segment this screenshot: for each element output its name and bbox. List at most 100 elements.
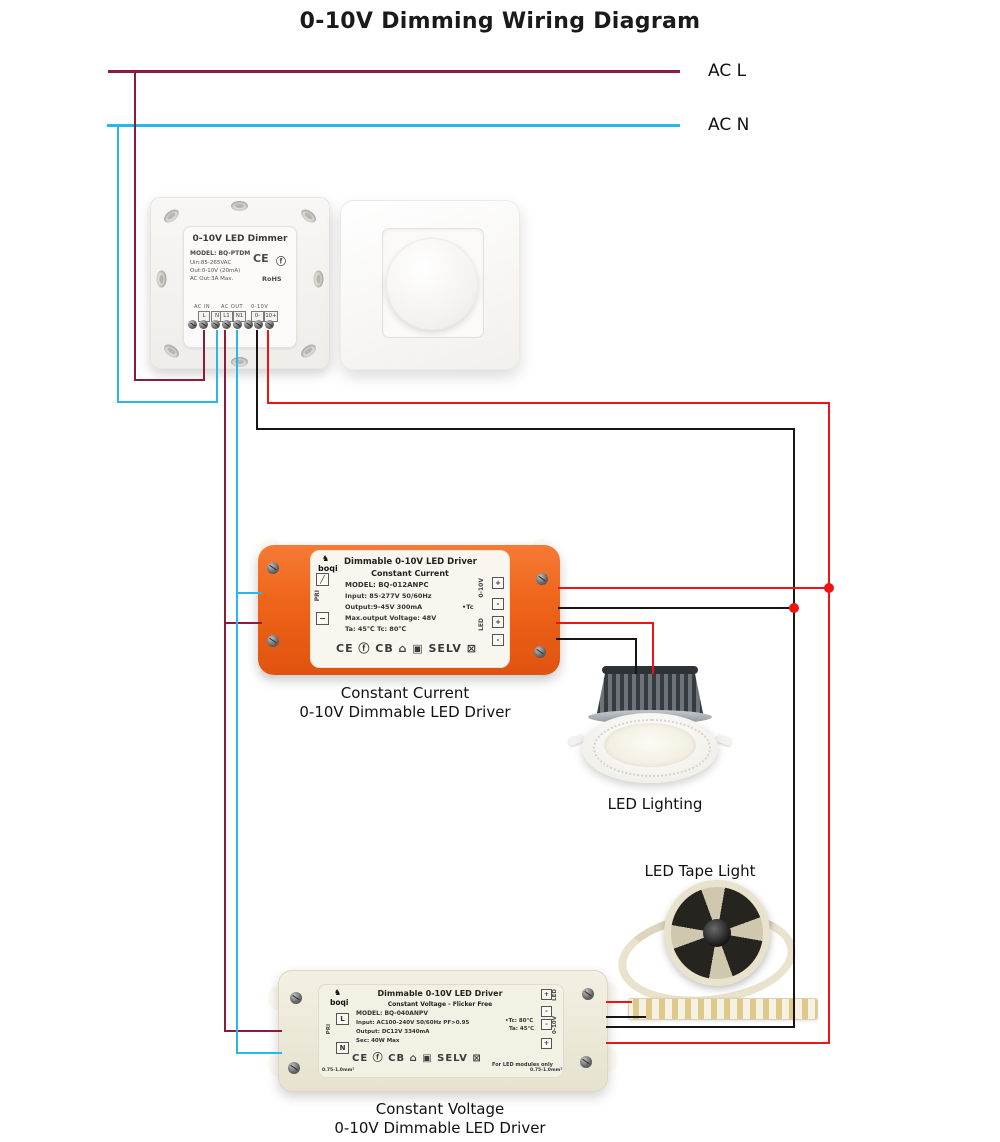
wire-led-neg-run xyxy=(556,638,637,640)
cv-driver-screw xyxy=(580,1056,592,1068)
cc-pri-label: PRI xyxy=(314,590,321,602)
cc-driver-screw xyxy=(536,573,548,585)
wire-dim-neg-vertical xyxy=(793,428,795,1028)
led-lighting-label: LED Lighting xyxy=(607,795,703,813)
wire-ac-l-bus xyxy=(108,70,680,73)
cv-driver-label xyxy=(318,984,564,1078)
terminal-screw xyxy=(233,320,242,329)
cv-output: Output: DC12V 3340mA xyxy=(356,1029,430,1035)
wire-tape-neg xyxy=(606,1016,646,1018)
wire-ac-n-drop xyxy=(117,124,119,403)
cc-led-minus-terminal: - xyxy=(492,634,504,646)
rooster-icon: ♞ xyxy=(322,554,330,563)
wire-n1-to-cc-driver xyxy=(236,592,262,594)
fcc-mark-icon: ⓕ xyxy=(276,257,286,268)
cv-wire-gauge: 0.75-1.0mm² xyxy=(530,1068,563,1073)
dimmer-spec-ac: AC Out:3A Max. xyxy=(190,276,234,282)
wire-tape-pos xyxy=(606,1001,632,1003)
wire-dim-neg-to-cv xyxy=(606,1026,795,1028)
tape-reel-hub xyxy=(703,919,731,947)
wire-dim-pos-run xyxy=(267,402,830,404)
rotary-dimmer-knob[interactable] xyxy=(386,238,478,330)
cv-caption-line2: 0-10V Dimmable LED Driver xyxy=(334,1119,546,1137)
cv-sig-plus-terminal: + xyxy=(541,1038,552,1049)
cc-driver-caption: Constant Current 0-10V Dimmable LED Driv… xyxy=(255,684,555,722)
wire-l1-to-cv-driver xyxy=(224,1030,282,1032)
cc-driver-label xyxy=(310,550,510,668)
cc-driver-title: Dimmable 0-10V LED Driver xyxy=(344,557,477,567)
dimmer-screw-slot xyxy=(156,270,167,288)
dimmer-screw-slot xyxy=(231,357,248,367)
terminal-screw xyxy=(244,320,253,329)
downlight-cap xyxy=(602,666,698,674)
dimmer-screw-slot xyxy=(231,201,248,211)
cc-output: Output:9-45V 300mA xyxy=(345,603,423,611)
dimmer-name: 0-10V LED Dimmer xyxy=(192,234,288,244)
downlight-trim-pattern xyxy=(593,719,711,777)
wire-dim-neg-drop xyxy=(256,330,258,430)
rohs-mark: RoHS xyxy=(262,275,282,283)
cc-driver-screw xyxy=(267,635,279,647)
cv-sig-label: 0-10V xyxy=(552,1016,558,1035)
wire-n1-vertical xyxy=(236,330,238,1054)
terminal-screw xyxy=(265,320,274,329)
wire-ac-l-to-dimmer xyxy=(203,330,205,381)
cv-input: Input: AC100-240V 50/60Hz PF>0.95 xyxy=(356,1020,470,1026)
dimmer-term-acout-label: AC OUT xyxy=(221,304,244,310)
cv-note: For LED modules only xyxy=(492,1062,553,1068)
terminal-screw xyxy=(211,320,220,329)
led-tape-label: LED Tape Light xyxy=(644,862,756,880)
cc-cert-icons: CE ⓕ CB ⌂ ▣ SELV ⊠ xyxy=(336,642,477,655)
cv-caption-line1: Constant Voltage xyxy=(375,1100,505,1118)
wire-l1-to-cc-driver xyxy=(224,622,262,624)
dimmer-module xyxy=(183,226,297,348)
cc-max-output: Max.output Voltage: 48V xyxy=(345,614,437,622)
terminal-screw xyxy=(188,320,197,329)
cc-sig-minus-terminal: - xyxy=(492,598,504,610)
cc-input: Input: 85-277V 50/60Hz xyxy=(345,592,432,600)
cv-ta-temp: Ta: 45℃ xyxy=(509,1026,535,1032)
ce-mark-icon: CE xyxy=(253,252,269,265)
wire-l1-vertical xyxy=(224,330,226,1032)
cv-led-minus-terminal: - xyxy=(541,1006,552,1017)
wire-dim-neg-run xyxy=(256,428,795,430)
wire-led-pos-run xyxy=(556,622,654,624)
wire-ac-n-run xyxy=(117,401,218,403)
wire-ac-l-run xyxy=(134,379,205,381)
tape-strip xyxy=(628,998,818,1020)
diagram-title: 0-10V Dimming Wiring Diagram xyxy=(299,9,701,34)
ac-l-label: AC L xyxy=(708,61,747,81)
dimmer-model: MODEL: BQ-PTDM xyxy=(190,250,251,257)
class2-icon: ╱ xyxy=(316,573,329,586)
cv-brand-logo: boqi xyxy=(330,998,349,1007)
cv-driver-title: Dimmable 0-10V LED Driver xyxy=(377,989,503,998)
cv-driver-screw xyxy=(288,1062,300,1074)
wire-dim-pos-vertical xyxy=(828,402,830,1044)
cv-sec: Sec: 40W Max xyxy=(356,1038,400,1044)
wire-led-pos-drop xyxy=(652,622,654,674)
dimmer-spec-out: Out:0-10V (20mA) xyxy=(190,268,241,274)
cv-pri-label: PRI xyxy=(326,1024,332,1035)
wire-led-neg-drop xyxy=(635,638,637,674)
cv-n-terminal: N xyxy=(336,1042,349,1054)
cc-driver-screw xyxy=(534,646,546,658)
wire-ac-n-bus xyxy=(107,124,680,127)
cv-driver-screw xyxy=(582,988,594,1000)
wire-ac-n-to-dimmer xyxy=(216,330,218,403)
junction-dot-neg xyxy=(789,603,799,613)
wire-dim-pos-to-cv xyxy=(606,1042,830,1044)
cc-driver-subtitle: Constant Current xyxy=(371,569,449,578)
cc-sig-label: 0-10V xyxy=(478,578,485,598)
terminal-screw xyxy=(254,320,263,329)
cv-driver-caption: Constant Voltage 0-10V Dimmable LED Driv… xyxy=(290,1100,590,1138)
junction-dot-pos xyxy=(824,583,834,593)
wire-dim-pos-to-cc xyxy=(558,587,830,589)
rooster-icon: ♞ xyxy=(334,988,342,997)
downlight-lens xyxy=(604,723,696,767)
dimmer-term-sig-label: 0-10V xyxy=(251,304,269,310)
wire-ac-l-drop xyxy=(134,70,136,381)
cv-wire-gauge: 0.75-1.0mm² xyxy=(322,1068,355,1073)
cc-temps: Ta: 45℃ Tc: 80℃ xyxy=(345,625,407,633)
wire-dim-neg-to-cc xyxy=(558,607,795,609)
